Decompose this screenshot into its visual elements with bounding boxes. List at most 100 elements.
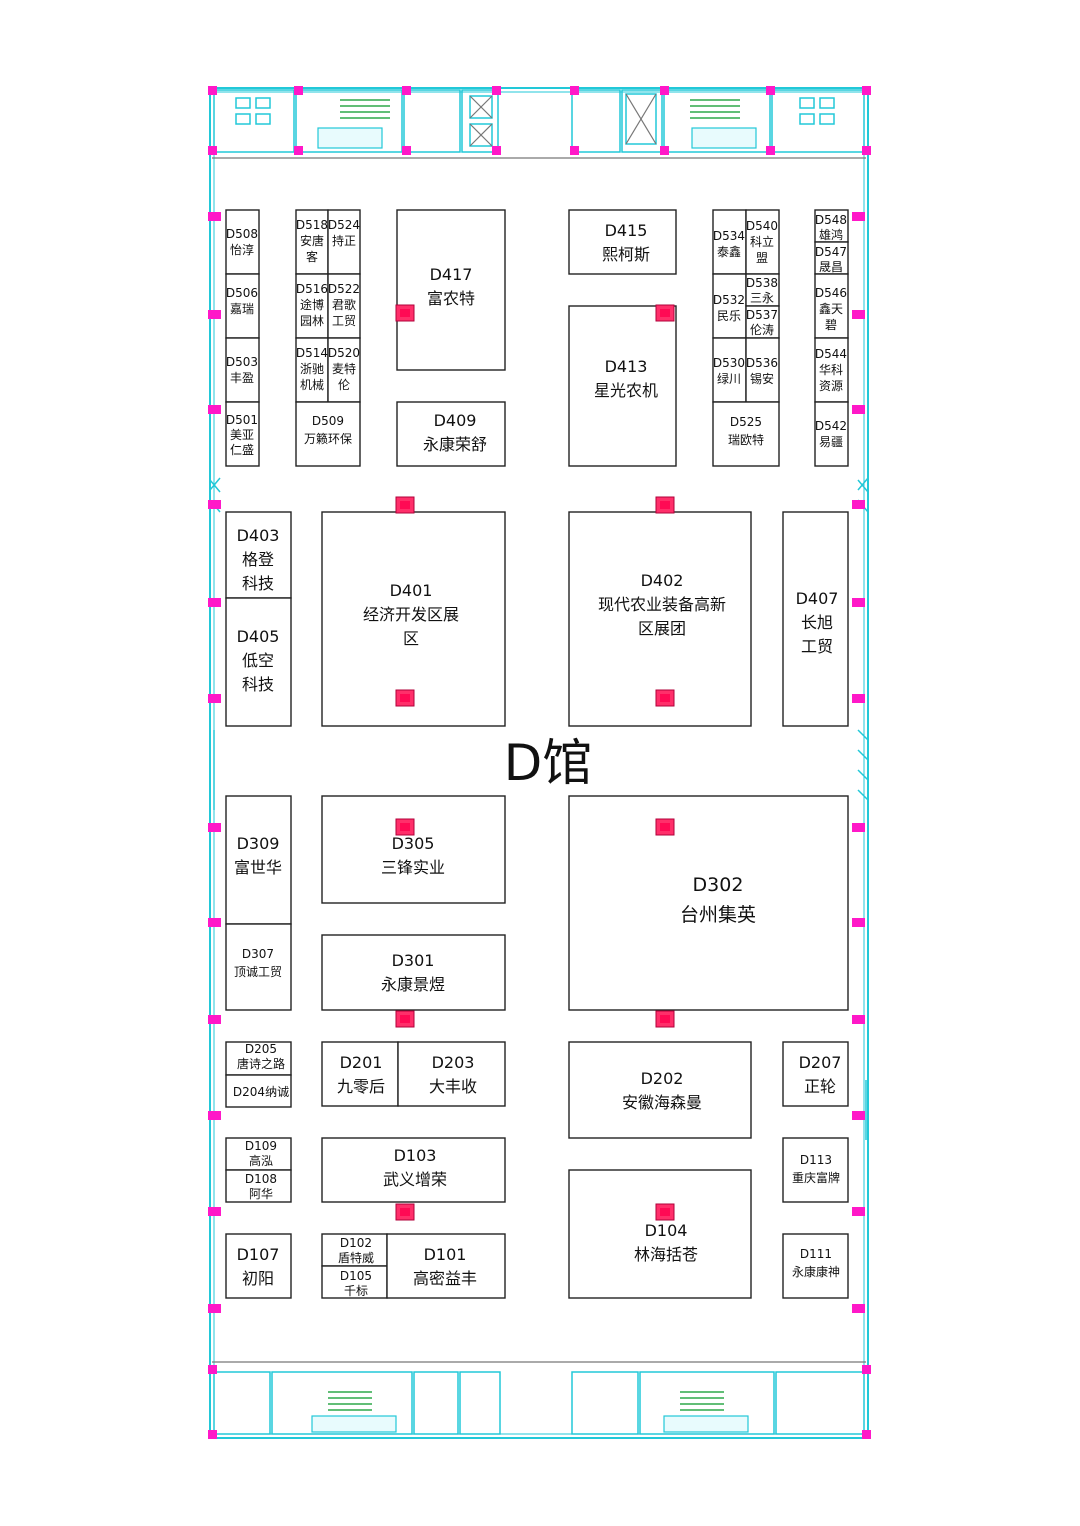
booth-exhibitor: 武义增荣 bbox=[383, 1170, 447, 1189]
booth-exhibitor: 锡安 bbox=[750, 371, 774, 386]
booth-number: D301 bbox=[392, 951, 435, 970]
booth-exhibitor: 重庆富牌 bbox=[792, 1170, 840, 1185]
booth-exhibitor: 三永 bbox=[750, 291, 774, 305]
booth-exhibitor: 安唐 bbox=[300, 233, 324, 248]
booth-exhibitor: 君歌 bbox=[332, 297, 356, 312]
booth-number: D514 bbox=[296, 346, 328, 360]
booth-exhibitor: 现代农业装备高新 bbox=[598, 595, 726, 614]
booth-exhibitor: 安徽海森曼 bbox=[622, 1093, 702, 1112]
hall-title: D馆 bbox=[504, 734, 593, 792]
booth-exhibitor: 初阳 bbox=[242, 1269, 274, 1288]
booth-exhibitor: 雄鸿 bbox=[819, 227, 843, 242]
pillars bbox=[208, 86, 871, 1439]
booth-exhibitor: 客 bbox=[306, 249, 318, 264]
booth-number: D401 bbox=[390, 581, 433, 600]
booth-outlines bbox=[225, 209, 849, 1299]
booth-exhibitor: 唐诗之路 bbox=[237, 1056, 285, 1071]
top-service-area bbox=[213, 89, 865, 153]
booth-exhibitor: 星光农机 bbox=[594, 381, 658, 400]
booth-number: D537 bbox=[746, 308, 778, 322]
booth-d309: D309 富世华 bbox=[234, 834, 282, 877]
booth-number: D542 bbox=[815, 419, 847, 433]
booth-exhibitor: 伦涛 bbox=[750, 322, 774, 337]
booth-exhibitor: 区展团 bbox=[638, 619, 686, 638]
booth-number: D204纳诚 bbox=[233, 1085, 289, 1099]
booth-number: D547 bbox=[815, 245, 847, 259]
booth-number: D508 bbox=[226, 227, 258, 241]
booth-number: D415 bbox=[605, 221, 648, 240]
booth-number: D546 bbox=[815, 286, 847, 300]
booth-number: D534 bbox=[713, 229, 745, 243]
booth-exhibitor: 嘉瑞 bbox=[230, 302, 254, 316]
booth-number: D536 bbox=[746, 356, 778, 370]
booth-number: D503 bbox=[226, 355, 258, 369]
booth-number: D532 bbox=[713, 293, 745, 307]
booth-number: D202 bbox=[641, 1069, 684, 1088]
booth-number: D501 bbox=[226, 413, 258, 427]
booth-exhibitor: 三锋实业 bbox=[381, 858, 445, 877]
booth-exhibitor: 科技 bbox=[242, 574, 274, 593]
booth-exhibitor: 千标 bbox=[344, 1284, 368, 1298]
booth-number: D307 bbox=[242, 947, 274, 961]
booth-number: D108 bbox=[245, 1172, 277, 1186]
booth-exhibitor: 浙驰 bbox=[300, 362, 324, 376]
booth-exhibitor: 富世华 bbox=[234, 858, 282, 877]
booth-exhibitor: 工贸 bbox=[801, 637, 833, 656]
booth-exhibitor: 熙柯斯 bbox=[602, 245, 650, 264]
booth-number: D205 bbox=[245, 1042, 277, 1056]
booth-exhibitor: 富农特 bbox=[427, 289, 475, 308]
booth-number: D520 bbox=[328, 346, 360, 360]
booth-exhibitor: 台州集英 bbox=[680, 904, 756, 926]
booth-exhibitor: 麦特 bbox=[332, 361, 356, 376]
booth-exhibitor: 绿川 bbox=[717, 371, 741, 386]
booth-exhibitor: 工贸 bbox=[332, 314, 356, 328]
booth-number: D409 bbox=[434, 411, 477, 430]
booth-number: D111 bbox=[800, 1247, 832, 1261]
booth-number: D530 bbox=[713, 356, 745, 370]
booth-exhibitor: 资源 bbox=[819, 379, 843, 393]
booth-number: D203 bbox=[432, 1053, 475, 1072]
booth-number: D309 bbox=[237, 834, 280, 853]
booth-number: D407 bbox=[796, 589, 839, 608]
booth-number: D544 bbox=[815, 347, 847, 361]
booth-exhibitor: 大丰收 bbox=[429, 1077, 477, 1096]
booth-exhibitor: 盾特威 bbox=[338, 1250, 374, 1265]
booth-exhibitor: 伦 bbox=[338, 377, 350, 392]
booth-exhibitor: 晟昌 bbox=[819, 260, 843, 274]
booth-d203: D203 大丰收 bbox=[429, 1053, 477, 1096]
booth-exhibitor: 途博 bbox=[300, 297, 324, 312]
booth-d202: D202 安徽海森曼 bbox=[622, 1069, 702, 1112]
